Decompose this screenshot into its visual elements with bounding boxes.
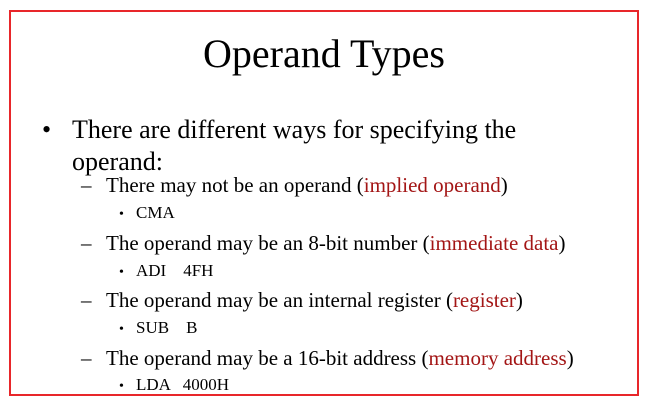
example-instruction: LDA 4000H	[136, 375, 230, 394]
slide-frame: Operand Types • There are different ways…	[9, 10, 639, 396]
example-instruction: SUB B	[136, 318, 198, 337]
example-instruction: CMA	[136, 203, 175, 222]
example-item: • ADI 4FH	[119, 260, 213, 284]
operand-type-item: –The operand may be a 16-bit address (me…	[81, 345, 574, 371]
bullet-marker: •	[119, 379, 124, 394]
operand-type-name: memory address	[428, 346, 567, 370]
bullet-marker: •	[119, 322, 124, 337]
slide-title: Operand Types	[203, 31, 445, 76]
item-text: There may not be an operand (	[106, 173, 364, 197]
dash-marker: –	[81, 231, 92, 255]
bullet-marker: •	[42, 115, 52, 144]
example-item: • LDA 4000H	[119, 374, 229, 398]
example-instruction: ADI 4FH	[136, 261, 214, 280]
example-item: • CMA	[119, 202, 175, 226]
dash-marker: –	[81, 173, 92, 197]
operand-type-item: –The operand may be an 8-bit number (imm…	[81, 230, 566, 256]
intro-bullet-item: • There are different ways for specifyin…	[42, 114, 602, 178]
example-item: • SUB B	[119, 317, 197, 341]
item-text: The operand may be a 16-bit address (	[106, 346, 429, 370]
dash-marker: –	[81, 288, 92, 312]
intro-text: There are different ways for specifying …	[72, 115, 517, 176]
operand-type-name: register	[452, 288, 516, 312]
item-text-suffix: )	[566, 346, 574, 370]
item-text-suffix: )	[515, 288, 523, 312]
bullet-marker: •	[119, 265, 124, 280]
operand-type-name: immediate data	[429, 231, 559, 255]
item-text: The operand may be an internal register …	[106, 288, 453, 312]
item-text-suffix: )	[500, 173, 508, 197]
item-text-suffix: )	[558, 231, 566, 255]
operand-type-item: –There may not be an operand (implied op…	[81, 172, 508, 198]
operand-type-item: –The operand may be an internal register…	[81, 287, 523, 313]
item-text: The operand may be an 8-bit number (	[106, 231, 430, 255]
dash-marker: –	[81, 346, 92, 370]
bullet-marker: •	[119, 207, 124, 222]
operand-type-name: implied operand	[363, 173, 501, 197]
